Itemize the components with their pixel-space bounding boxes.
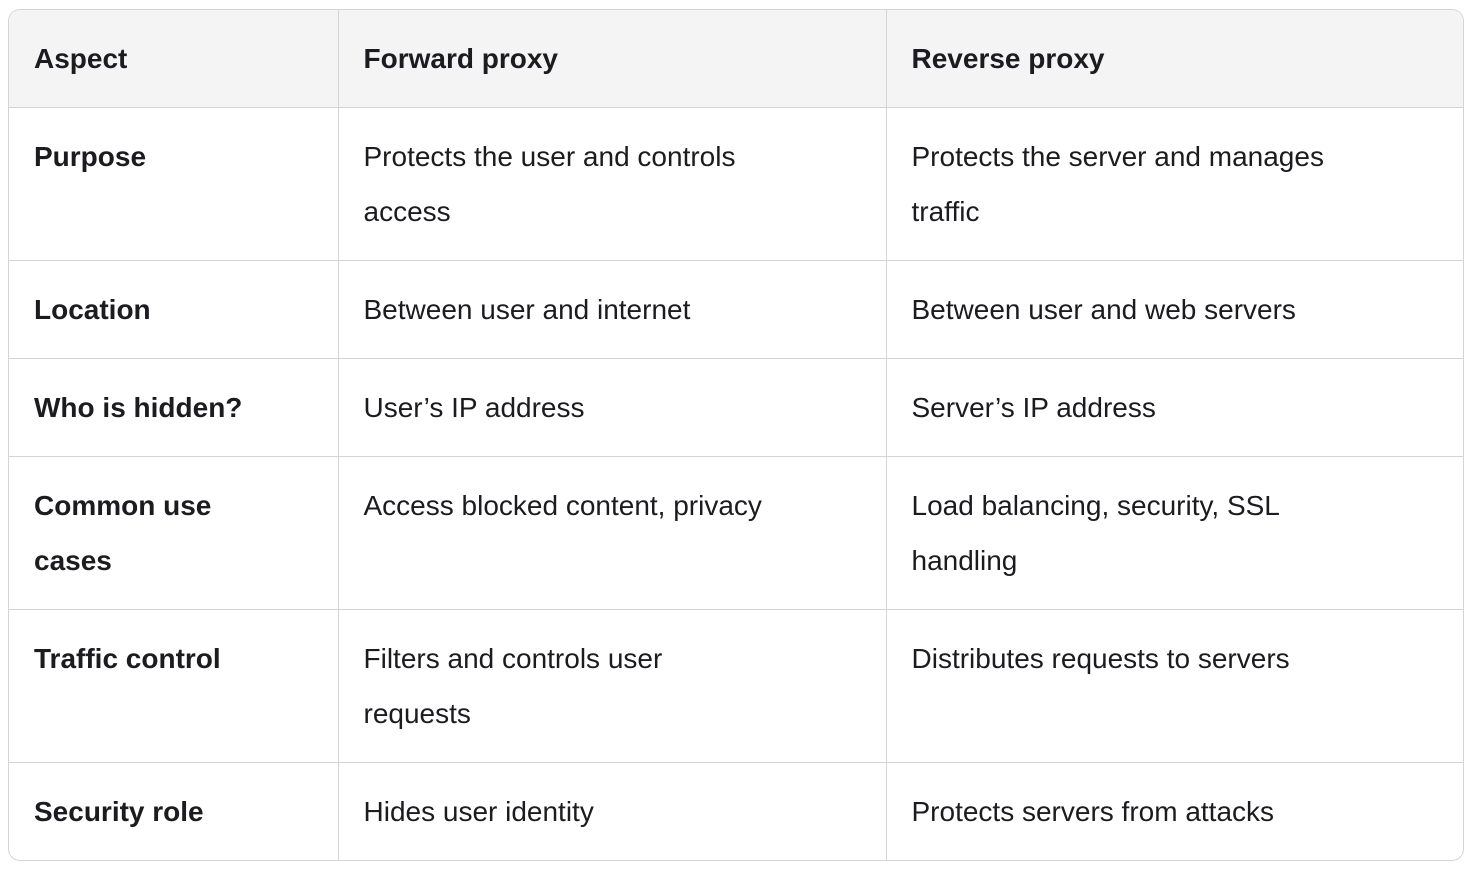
cell-traffic-control-reverse: Distributes requests to servers bbox=[885, 609, 1463, 763]
cell-location-forward: Between user and internet bbox=[337, 260, 886, 359]
row-header-security-role: Security role bbox=[9, 762, 338, 860]
row-header-common-use-cases: Common use cases bbox=[9, 456, 338, 610]
comparison-table: Aspect Forward proxy Reverse proxy Purpo… bbox=[9, 10, 1463, 860]
cell-traffic-control-forward: Filters and controls user requests bbox=[337, 609, 886, 763]
table-body: Purpose Protects the user and controls a… bbox=[9, 107, 1463, 860]
row-header-location: Location bbox=[9, 260, 338, 359]
column-header-aspect: Aspect bbox=[9, 10, 338, 108]
cell-purpose-reverse: Protects the server and manages traffic bbox=[885, 107, 1463, 261]
row-header-traffic-control: Traffic control bbox=[9, 609, 338, 763]
cell-location-reverse: Between user and web servers bbox=[885, 260, 1463, 359]
cell-common-use-cases-forward: Access blocked content, privacy bbox=[337, 456, 886, 610]
table-row-traffic-control: Traffic control Filters and controls use… bbox=[9, 609, 1463, 763]
cell-security-role-forward: Hides user identity bbox=[337, 762, 886, 860]
table-row-location: Location Between user and internet Betwe… bbox=[9, 260, 1463, 359]
table-row-purpose: Purpose Protects the user and controls a… bbox=[9, 107, 1463, 261]
row-header-who-is-hidden: Who is hidden? bbox=[9, 358, 338, 457]
table-row-security-role: Security role Hides user identity Protec… bbox=[9, 762, 1463, 860]
cell-security-role-reverse: Protects servers from attacks bbox=[885, 762, 1463, 860]
proxy-comparison-table: Aspect Forward proxy Reverse proxy Purpo… bbox=[8, 9, 1464, 861]
cell-purpose-forward: Protects the user and controls access bbox=[337, 107, 886, 261]
header-row: Aspect Forward proxy Reverse proxy bbox=[9, 10, 1463, 108]
cell-who-is-hidden-reverse: Server’s IP address bbox=[885, 358, 1463, 457]
row-header-purpose: Purpose bbox=[9, 107, 338, 261]
cell-who-is-hidden-forward: User’s IP address bbox=[337, 358, 886, 457]
table-row-common-use-cases: Common use cases Access blocked content,… bbox=[9, 456, 1463, 610]
table-row-who-is-hidden: Who is hidden? User’s IP address Server’… bbox=[9, 358, 1463, 457]
cell-common-use-cases-reverse: Load balancing, security, SSL handling bbox=[885, 456, 1463, 610]
column-header-reverse-proxy: Reverse proxy bbox=[885, 10, 1463, 108]
table-header: Aspect Forward proxy Reverse proxy bbox=[9, 10, 1463, 108]
column-header-forward-proxy: Forward proxy bbox=[337, 10, 886, 108]
